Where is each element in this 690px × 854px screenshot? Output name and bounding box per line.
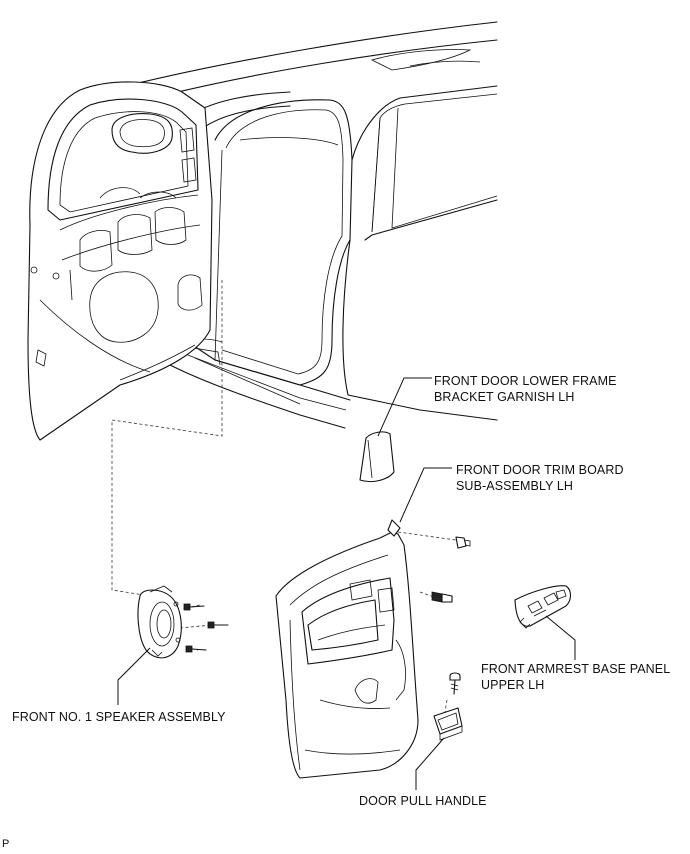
label-lower-frame-garnish: FRONT DOOR LOWER FRAME BRACKET GARNISH L…: [434, 374, 617, 404]
screws-speaker: [183, 603, 229, 653]
fasteners: [183, 536, 471, 695]
speaker-assembly: [137, 585, 182, 659]
door-trim-board: [275, 519, 419, 779]
front-door-open: [27, 81, 213, 441]
leader-lines: [117, 377, 576, 790]
screw-trim: [431, 591, 453, 603]
lower-frame-bracket-garnish: [359, 431, 395, 483]
door-pull-handle: [433, 707, 463, 741]
corner-mark: P: [2, 838, 10, 850]
label-armrest-panel: FRONT ARMREST BASE PANEL UPPER LH: [481, 662, 671, 692]
label-speaker: FRONT NO. 1 SPEAKER ASSEMBLY: [12, 710, 226, 724]
label-pull-handle: DOOR PULL HANDLE: [359, 794, 487, 808]
label-trim-board: FRONT DOOR TRIM BOARD SUB-ASSEMBLY LH: [456, 463, 624, 493]
armrest-base-panel: [514, 585, 572, 629]
screw-handle: [449, 672, 461, 695]
clip-top: [455, 536, 471, 549]
